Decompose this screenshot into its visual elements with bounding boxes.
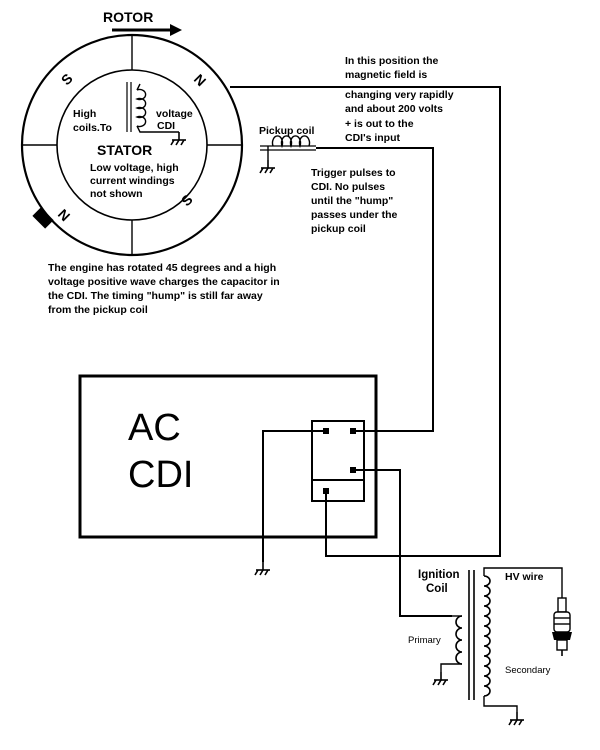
field-note-line-4: and about 200 volts [345,103,443,115]
stator-note-line-2: current windings [90,175,175,187]
pickup-ground-icon [259,159,276,174]
trigger-note-line-1: Trigger pulses to [311,167,396,179]
field-note-line-6: CDI's input [345,132,400,144]
engine-note-line-4: from the pickup coil [48,304,148,316]
field-note-line-2: magnetic field is [345,69,427,81]
stator-note-line-3: not shown [90,188,143,200]
spark-plug-icon [552,597,572,656]
cdi-label-ac: AC [128,407,181,449]
stator-hv-text-cdi: CDI [157,120,175,132]
trigger-note-line-2: CDI. No pulses [311,181,385,193]
engine-note-line-1: The engine has rotated 45 degrees and a … [48,262,276,274]
timing-hump [32,207,54,229]
secondary-ground-icon [508,711,525,726]
pickup-coil-icon [260,135,316,160]
trigger-note-line-4: passes under the [311,209,398,221]
rotor-stator-assembly [20,33,244,257]
primary-label: Primary [408,635,441,646]
wiring [230,86,501,617]
primary-ground-icon [432,671,449,686]
field-note-line-3: changing very rapidly [345,89,454,101]
engine-note-line-2: voltage positive wave charges the capaci… [48,276,280,288]
field-note-line-1: In this position the [345,55,438,67]
trigger-note-line-3: until the "hump" [311,195,393,207]
stator-hv-text-coils: coils.To [73,122,112,134]
stator-hv-text-voltage: voltage [156,108,193,120]
secondary-label: Secondary [505,665,551,676]
engine-note-line-3: the CDI. The timing "hump" is still far … [48,290,263,302]
stator-hv-text-high: High [73,108,96,120]
rotor-label: ROTOR [103,9,153,25]
rotation-arrow-icon [112,24,182,36]
field-note-line-5: + is out to the [345,118,414,130]
hv-wire-label: HV wire [505,571,544,583]
cdi-connector [311,420,365,502]
cdi-ground-icon [254,561,271,576]
ignition-title-line-2: Coil [426,583,448,595]
cdi-label-cdi: CDI [128,454,193,496]
ignition-title-line-1: Ignition [418,569,460,581]
trigger-note-line-5: pickup coil [311,223,366,235]
stator-title: STATOR [97,142,152,158]
stator-note-line-1: Low voltage, high [90,162,179,174]
stator-hv-coil-icon [126,82,155,133]
ignition-coil-icon [440,567,563,712]
pickup-coil-label: Pickup coil [259,125,315,137]
